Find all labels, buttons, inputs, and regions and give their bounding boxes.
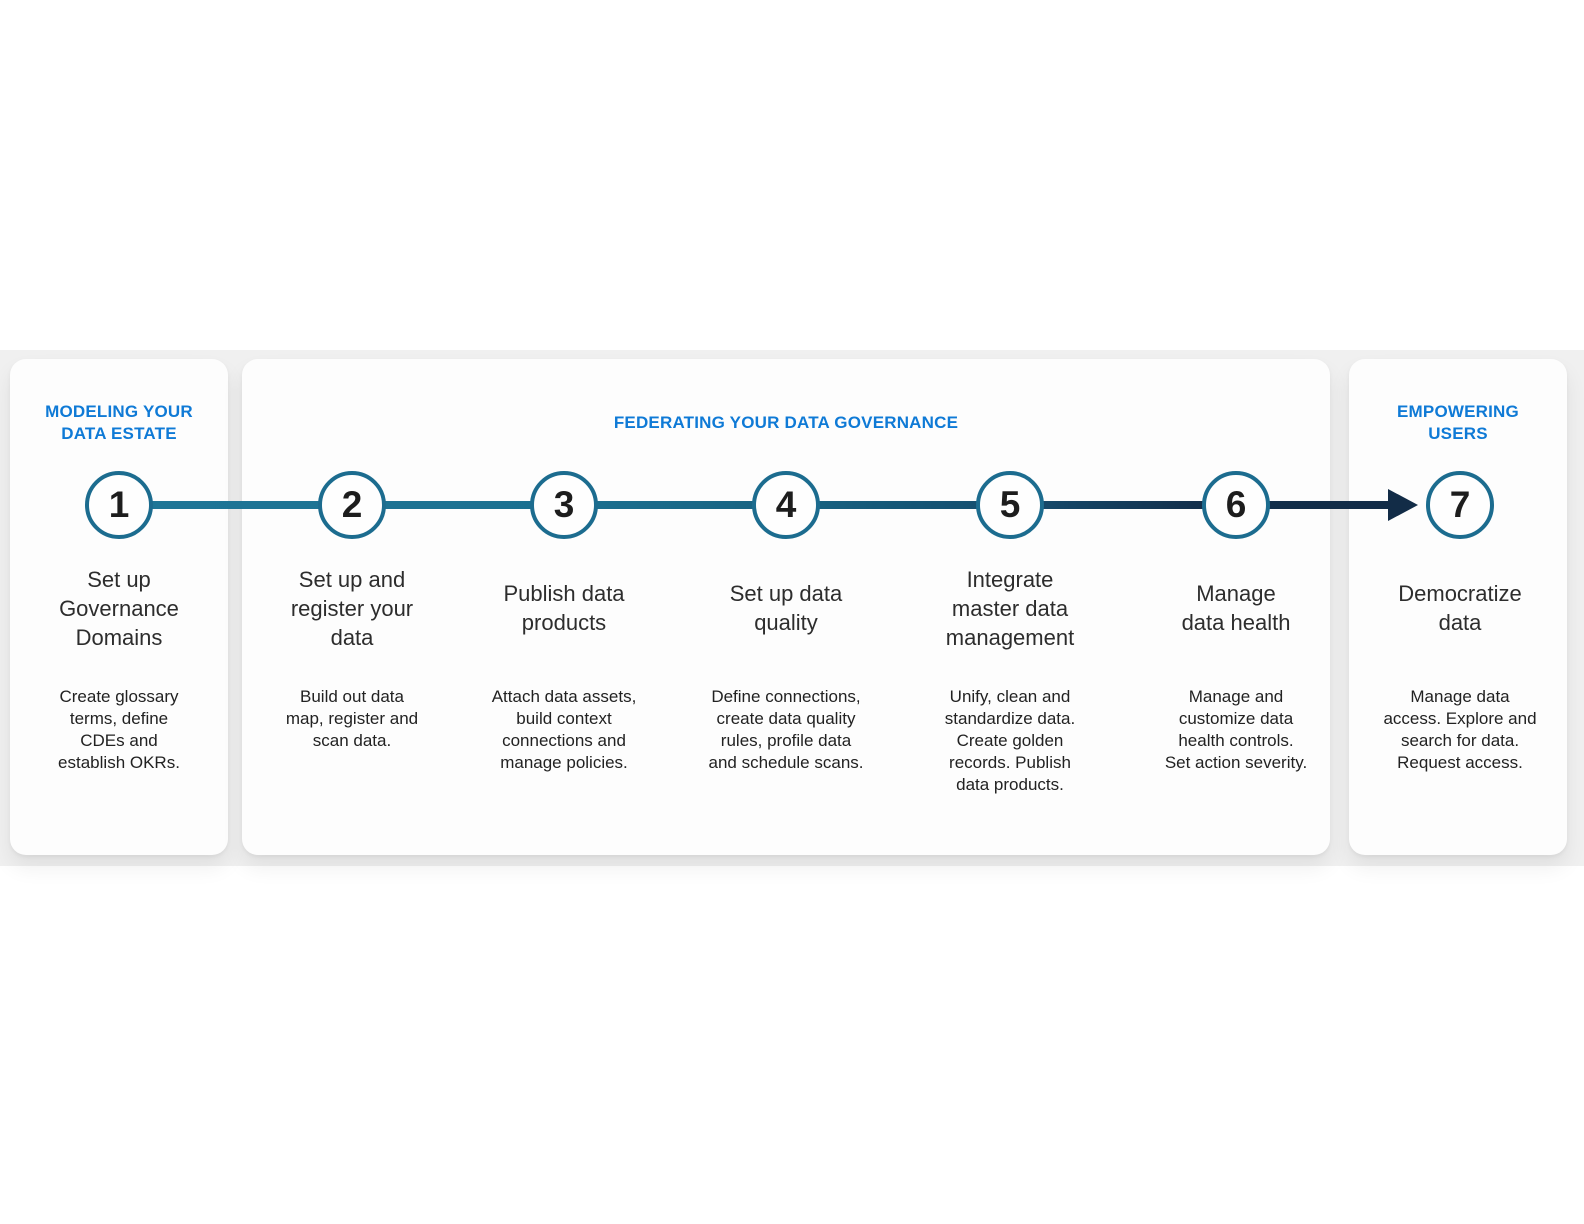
step-3-description: Attach data assets, build context connec…	[491, 687, 637, 772]
step-5-description: Unify, clean and standardize data. Creat…	[944, 687, 1076, 794]
step-3-number: 3	[553, 483, 575, 525]
step-2-number: 2	[341, 483, 363, 525]
step-5-circle: 5	[976, 471, 1044, 539]
step-group-3: 3 Publish data products Attach data asse…	[464, 471, 664, 811]
step-6-circle: 6	[1202, 471, 1270, 539]
step-3-title: Publish data products	[503, 581, 625, 635]
section-card-empowering-users: EMPOWERING USERS	[1349, 359, 1567, 855]
step-group-6: 6 Manage data health Manage and customiz…	[1136, 471, 1336, 811]
section-header-empowering: EMPOWERING USERS	[1397, 402, 1519, 443]
step-7-description: Manage data access. Explore and search f…	[1383, 687, 1537, 772]
step-7-number: 7	[1449, 483, 1471, 525]
step-4-number: 4	[775, 483, 797, 525]
step-1-number: 1	[108, 483, 130, 525]
step-7-title: Democratize data	[1398, 581, 1522, 635]
step-group-5: 5 Integrate master data management Unify…	[910, 471, 1110, 811]
section-header-modeling: MODELING YOUR DATA ESTATE	[45, 402, 193, 443]
step-4-title: Set up data quality	[729, 581, 843, 635]
step-group-7: 7 Democratize data Manage data access. E…	[1360, 471, 1560, 811]
step-1-title: Set up Governance Domains	[59, 566, 179, 650]
timeline-arrow-icon	[1388, 489, 1418, 521]
step-4-description: Define connections, create data quality …	[708, 687, 864, 772]
step-group-2: 2 Set up and register your data Build ou…	[252, 471, 452, 811]
step-3-circle: 3	[530, 471, 598, 539]
step-1-description: Create glossary terms, define CDEs and e…	[58, 687, 180, 772]
step-5-title: Integrate master data management	[945, 566, 1075, 650]
section-header-federating: FEDERATING YOUR DATA GOVERNANCE	[613, 413, 959, 432]
step-4-circle: 4	[752, 471, 820, 539]
section-card-modeling-your-data-estate: MODELING YOUR DATA ESTATE	[10, 359, 228, 855]
step-group-1: 1 Set up Governance Domains Create gloss…	[19, 471, 219, 811]
step-7-circle: 7	[1426, 471, 1494, 539]
step-2-description: Build out data map, register and scan da…	[285, 687, 419, 750]
step-2-title: Set up and register your data	[290, 566, 414, 650]
step-6-description: Manage and customize data health control…	[1164, 687, 1308, 772]
step-6-number: 6	[1225, 483, 1247, 525]
step-1-circle: 1	[85, 471, 153, 539]
step-group-4: 4 Set up data quality Define connections…	[686, 471, 886, 811]
section-card-federating-your-data-governance: FEDERATING YOUR DATA GOVERNANCE	[242, 359, 1330, 855]
step-6-title: Manage data health	[1181, 581, 1291, 635]
step-5-number: 5	[999, 483, 1021, 525]
step-2-circle: 2	[318, 471, 386, 539]
